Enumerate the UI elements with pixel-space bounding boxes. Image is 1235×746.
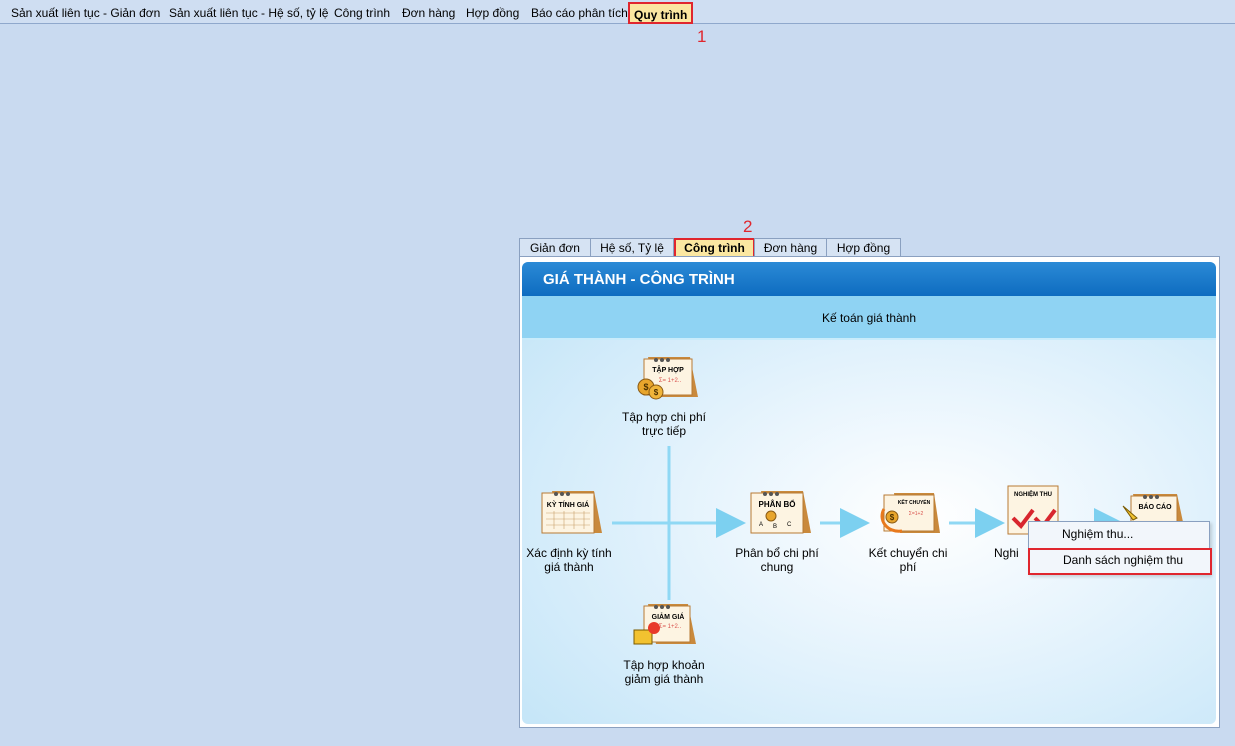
- menu-item-cong-trinh[interactable]: Công trình: [334, 6, 391, 20]
- context-menu: Nghiệm thu... Danh sách nghiệm thu: [1028, 521, 1212, 575]
- bao-cao-icon[interactable]: BÁO CÁO: [1121, 492, 1185, 522]
- panel-title: GIÁ THÀNH - CÔNG TRÌNH: [522, 262, 1216, 296]
- main-menu-bar: Sản xuất liên tục - Giản đơn Sản xuất li…: [0, 0, 1235, 24]
- menu-item-don-hang[interactable]: Đơn hàng: [402, 6, 456, 20]
- label-line-1: Kết chuyển chi: [868, 546, 948, 560]
- label-line-1: Tập hợp chi phí: [622, 410, 706, 424]
- label-line-2: trực tiếp: [641, 424, 687, 438]
- ky-tinh-gia-icon[interactable]: KỲ TÍNH GIÁ: [538, 489, 604, 537]
- label-line-1: Tập hợp khoản: [623, 658, 705, 672]
- svg-text:PHÂN BỔ: PHÂN BỔ: [759, 500, 796, 509]
- ctx-item-danh-sach-nghiem-thu[interactable]: Danh sách nghiệm thu: [1028, 548, 1212, 575]
- svg-text:$: $: [654, 388, 659, 397]
- label-line-1: Xác định kỳ tính: [526, 546, 612, 560]
- phan-bo-icon[interactable]: PHÂN BỔ A B C: [747, 489, 813, 537]
- svg-text:BÁO CÁO: BÁO CÁO: [1138, 502, 1172, 511]
- tab-cong-trinh[interactable]: Công trình: [674, 238, 755, 258]
- svg-text:$: $: [890, 513, 895, 522]
- node-phan-bo-label[interactable]: Phân bổ chi phí chung: [722, 546, 832, 574]
- node-xac-dinh-ky-label[interactable]: Xác định kỳ tính giá thành: [514, 546, 624, 574]
- label-line-1: Phân bổ chi phí: [735, 546, 819, 560]
- callout-1: 1: [697, 27, 707, 46]
- menu-item-san-xuat-gian-don[interactable]: Sản xuất liên tục - Giản đơn: [11, 6, 161, 20]
- node-tap-hop-truc-tiep-label[interactable]: Tập hợp chi phí trực tiếp: [609, 410, 719, 438]
- callout-2: 2: [743, 217, 753, 236]
- label-line-2: chung: [760, 560, 794, 574]
- menu-item-san-xuat-he-so[interactable]: Sản xuất liên tục - Hệ số, tỷ lệ: [169, 6, 329, 20]
- svg-text:TẬP HỢP: TẬP HỢP: [652, 365, 684, 374]
- ctx-item-nghiem-thu[interactable]: Nghiệm thu...: [1062, 527, 1134, 541]
- node-giam-gia-label[interactable]: Tập hợp khoản giảm giá thành: [609, 658, 719, 686]
- process-panel: GIÁ THÀNH - CÔNG TRÌNH Kế toán giá thành: [522, 262, 1216, 724]
- svg-text:$: $: [643, 382, 648, 392]
- svg-text:C: C: [787, 522, 792, 528]
- svg-text:Σ= 1+2..: Σ= 1+2..: [659, 624, 682, 630]
- svg-text:NGHIỆM THU: NGHIỆM THU: [1014, 490, 1052, 498]
- label-line-2: phí: [899, 560, 917, 574]
- svg-text:GIẢM GIÁ: GIẢM GIÁ: [652, 612, 685, 621]
- svg-text:KẾT CHUYỂN: KẾT CHUYỂN: [898, 499, 931, 506]
- panel-subtitle: Kế toán giá thành: [522, 296, 1216, 340]
- label-line-2: giá thành: [544, 560, 594, 574]
- flow-connectors: [612, 446, 1124, 600]
- menu-item-quy-trinh[interactable]: Quy trình: [628, 2, 694, 24]
- tab-hop-dong[interactable]: Hợp đồng: [826, 238, 901, 258]
- node-ket-chuyen-label[interactable]: Kết chuyển chi phí: [853, 546, 963, 574]
- node-nghiem-thu-label[interactable]: Nghi: [994, 546, 1019, 560]
- svg-text:B: B: [773, 524, 777, 530]
- svg-text:A: A: [759, 522, 763, 528]
- tap-hop-icon[interactable]: TẬP HỢP Σ= 1+2.. $ $: [634, 355, 700, 401]
- tab-gian-don[interactable]: Giản đơn: [519, 238, 591, 258]
- tab-don-hang[interactable]: Đơn hàng: [754, 238, 827, 258]
- svg-text:KỲ TÍNH GIÁ: KỲ TÍNH GIÁ: [547, 500, 589, 509]
- giam-gia-icon[interactable]: GIẢM GIÁ Σ= 1+2..: [632, 602, 698, 648]
- svg-text:Σ= 1+2..: Σ= 1+2..: [659, 378, 682, 384]
- label-line-2: giảm giá thành: [624, 672, 704, 686]
- svg-text:Σ=1+2: Σ=1+2: [909, 511, 924, 517]
- menu-item-hop-dong[interactable]: Hợp đồng: [466, 6, 520, 20]
- ket-chuyen-icon[interactable]: KẾT CHUYỂN Σ=1+2 $: [876, 489, 942, 537]
- tab-he-so-ty-le[interactable]: Hệ số, Tỷ lệ: [590, 238, 674, 258]
- menu-item-bao-cao-phan-tich[interactable]: Báo cáo phân tích: [531, 6, 628, 20]
